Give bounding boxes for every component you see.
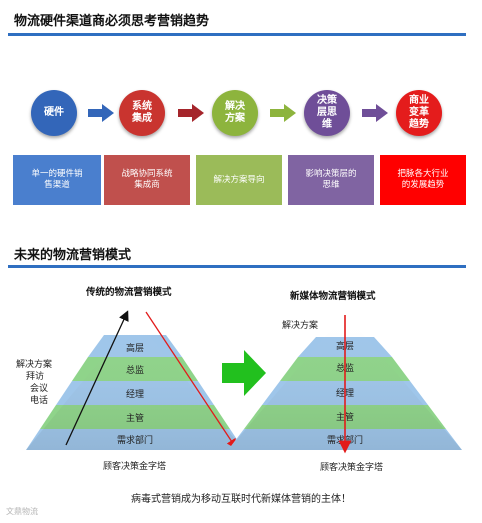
side-label: 拜访 [26, 372, 45, 382]
newmedia-caption: 顾客决策金字塔 [320, 463, 384, 473]
traditional-caption: 顾客决策金字塔 [103, 462, 167, 472]
side-label: 会议 [30, 384, 49, 394]
stage-box-solution: 解决方案导向 [196, 155, 282, 205]
down-arrow-icon [145, 311, 237, 450]
layer-label: 高层 [126, 342, 144, 354]
section-title: 未来的物流营销模式 [14, 248, 132, 263]
stage-circle-business-change: 商业 变革 趋势 [396, 90, 442, 136]
newmedia-side-label: 解决方案 [282, 321, 319, 331]
footer-text: 病毒式营销成为移动互联时代新媒体营销的主体！ [131, 494, 351, 505]
layer-label: 总监 [126, 364, 144, 376]
traditional-pyramid: 高层 总监 经理 主管 需求部门 [26, 310, 244, 450]
stage-box-business-change: 把脉各大行业 的发展趋势 [380, 155, 466, 205]
side-label: 解决方案 [16, 360, 53, 370]
layer-label: 经理 [126, 388, 144, 400]
newmedia-title: 新媒体物流营销模式 [290, 291, 376, 302]
arrow-right-icon [88, 104, 114, 122]
arrow-right-icon [178, 104, 204, 122]
stage-circle-solution: 解决 方案 [212, 90, 258, 136]
side-label: 电话 [30, 396, 49, 406]
newmedia-pyramid: 高层 总监 经理 主管 需求部门 [228, 313, 462, 454]
arrow-right-icon [270, 104, 296, 122]
stage-circle-hardware: 硬件 [31, 90, 77, 136]
title-rule [8, 33, 466, 36]
stage-circle-decision: 决策 层思 维 [304, 90, 350, 136]
layer-label: 主管 [126, 412, 144, 424]
transition-arrow-icon [222, 350, 266, 396]
stage-box-system-integration: 战略协同系统 集成商 [104, 155, 190, 205]
layer-label: 需求部门 [117, 434, 153, 446]
watermark: 文鼎物流 [6, 507, 38, 516]
stage-circle-system-integration: 系统 集成 [119, 90, 165, 136]
page-title: 物流硬件渠道商必须思考营销趋势 [14, 14, 210, 29]
pyramid-diagram: 高层 总监 经理 主管 需求部门 高层 总监 经理 主管 需求部门 [26, 310, 462, 454]
stage-box-decision: 影响决策层的 思维 [288, 155, 374, 205]
section-rule [8, 265, 466, 268]
stage-box-hardware: 单一的硬件销 售渠道 [13, 155, 101, 205]
arrow-right-icon [362, 104, 388, 122]
up-arrow-icon [65, 310, 129, 446]
traditional-title: 传统的物流营销模式 [86, 287, 172, 298]
